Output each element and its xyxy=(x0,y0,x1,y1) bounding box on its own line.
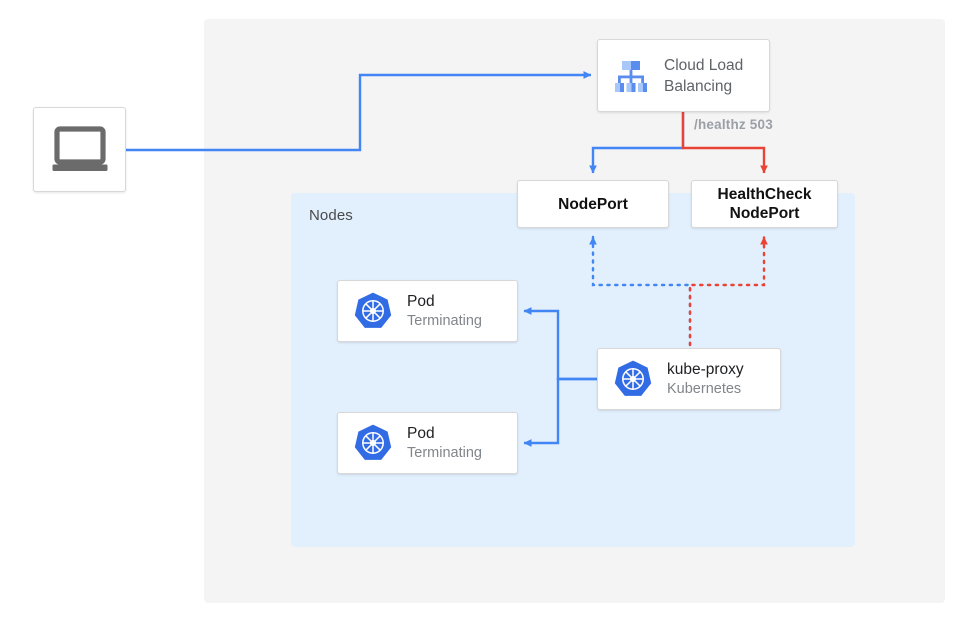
kubernetes-icon xyxy=(614,360,652,396)
nodes-panel-label: Nodes xyxy=(309,207,353,224)
healthz-status-label: /healthz 503 xyxy=(694,117,773,132)
kube-proxy-title: kube-proxy xyxy=(667,360,744,378)
pod-1-text: Pod Terminating xyxy=(407,292,482,331)
healthcheck-nodeport-label: HealthCheck NodePort xyxy=(718,185,812,223)
client-laptop-box xyxy=(33,107,126,192)
cloud-load-balancing-line1: Cloud Load xyxy=(664,56,744,74)
healthcheck-nodeport-line1: HealthCheck xyxy=(717,186,812,203)
nodeport-box: NodePort xyxy=(517,180,669,228)
kubernetes-icon xyxy=(354,424,392,460)
pod-1-status: Terminating xyxy=(407,312,482,329)
cloud-load-balancing-line2: Balancing xyxy=(664,77,733,95)
healthcheck-nodeport-line2: NodePort xyxy=(729,205,800,222)
cloud-load-balancing-label: Cloud Load Balancing xyxy=(664,55,743,97)
kube-proxy-text: kube-proxy Kubernetes xyxy=(667,360,744,399)
pod-2-title: Pod xyxy=(407,424,435,442)
cloud-load-balancing-icon xyxy=(615,60,647,92)
kube-proxy-subtitle: Kubernetes xyxy=(667,380,742,397)
pod-box-1: Pod Terminating xyxy=(337,280,518,342)
pod-1-title: Pod xyxy=(407,292,435,310)
kube-proxy-box: kube-proxy Kubernetes xyxy=(597,348,781,410)
pod-2-status: Terminating xyxy=(407,444,482,461)
kubernetes-icon xyxy=(354,292,392,328)
cloud-load-balancing-box: Cloud Load Balancing xyxy=(597,39,770,112)
laptop-icon xyxy=(52,125,107,171)
nodeport-label: NodePort xyxy=(558,195,628,213)
healthcheck-nodeport-box: HealthCheck NodePort xyxy=(691,180,838,228)
pod-box-2: Pod Terminating xyxy=(337,412,518,474)
pod-2-text: Pod Terminating xyxy=(407,424,482,463)
